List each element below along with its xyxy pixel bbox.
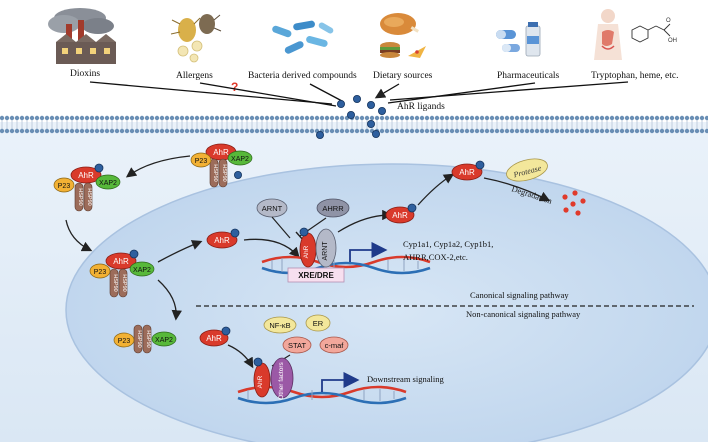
source-dioxins: Dioxins bbox=[70, 69, 100, 79]
ahr-label: AhR bbox=[213, 148, 229, 157]
factory-icon bbox=[48, 8, 116, 64]
p23-label: P23 bbox=[195, 158, 208, 165]
ahr-complex-cytoplasm-top: AhR HSP90 HSP90 P23 XAP2 bbox=[190, 143, 253, 188]
arnt-protein: ARNT bbox=[256, 198, 288, 218]
ahr-other-factors-complex: AhR Other factors bbox=[253, 357, 294, 400]
source-dietary: Dietary sources bbox=[373, 71, 433, 81]
hsp90-label: HSP90 bbox=[136, 330, 142, 347]
source-allergens: Allergens bbox=[176, 71, 213, 81]
dietary-arrow bbox=[374, 83, 400, 99]
free-ahr-noncanonical: AhR bbox=[199, 326, 231, 347]
arrow-to-dna-binding bbox=[243, 238, 300, 258]
arrow-degradation bbox=[483, 177, 551, 202]
xap2-label: XAP2 bbox=[231, 156, 249, 163]
p23-label: P23 bbox=[94, 269, 107, 276]
xap2-label: XAP2 bbox=[155, 337, 173, 344]
cell-membrane bbox=[0, 115, 708, 134]
xap2-label: XAP2 bbox=[133, 267, 151, 274]
source-pharmaceuticals: Pharmaceuticals bbox=[497, 71, 560, 81]
body-molecule-icon: O OH bbox=[594, 9, 677, 60]
transcription-factors-cluster: NF-κB ER STAT c-maf bbox=[263, 314, 349, 354]
hsp90-label: HSP90 bbox=[212, 164, 218, 181]
food-icon bbox=[380, 13, 426, 58]
ahr-complex-nuclear: AhR HSP90 HSP90 P23 XAP2 bbox=[89, 249, 155, 298]
ahr-complex-chaperones-lower: HSP90 HSP90 P23 XAP2 bbox=[113, 324, 177, 354]
p23-label: P23 bbox=[58, 183, 71, 190]
arnt-label: ARNT bbox=[322, 241, 329, 261]
downstream-label: Downstream signaling bbox=[367, 374, 444, 384]
ahr-cytoplasm-degradation: AhR bbox=[451, 160, 485, 181]
ahr-label: AhR bbox=[214, 236, 230, 245]
hsp90-label: HSP90 bbox=[77, 188, 83, 205]
ahr-label: AhR bbox=[78, 171, 94, 180]
er-label: ER bbox=[313, 319, 324, 328]
arnt-label: ARNT bbox=[262, 204, 283, 213]
hsp90-label: HSP90 bbox=[145, 330, 151, 347]
protease-enzyme: Protease bbox=[506, 158, 548, 182]
free-ahr-nuclear: AhR bbox=[206, 228, 240, 249]
hsp90-label: HSP90 bbox=[86, 188, 92, 205]
ahr-label: AhR bbox=[392, 211, 408, 220]
other-factors-label: Other factors bbox=[278, 361, 285, 399]
ahr-label: AhR bbox=[257, 375, 264, 388]
ahr-export: AhR bbox=[385, 203, 417, 224]
xap2-label: XAP2 bbox=[99, 180, 117, 187]
ahrr-protein: AHRR bbox=[316, 198, 350, 218]
ahr-label: AhR bbox=[459, 168, 475, 177]
ahr-label: AhR bbox=[303, 245, 310, 258]
target-genes-line2: AHRR,COX-2,etc. bbox=[403, 252, 468, 262]
ahr-arnt-heterodimer: AhR ARNT bbox=[299, 227, 337, 268]
ahr-complex-ligand-bound: AhR HSP90 HSP90 P23 XAP2 bbox=[53, 163, 121, 212]
ligand-dot bbox=[129, 249, 139, 259]
source-tryptophan: Tryptophan, heme, etc. bbox=[591, 71, 679, 81]
canonical-label: Canonical signaling pathway bbox=[470, 290, 569, 300]
cmaf-label: c-maf bbox=[325, 341, 345, 350]
svg-text:OH: OH bbox=[668, 38, 677, 44]
nucleus bbox=[65, 163, 708, 442]
ligand-dot bbox=[94, 163, 104, 173]
transcription-arrow bbox=[349, 241, 388, 262]
pills-icon bbox=[496, 22, 541, 57]
ahr-label: AhR bbox=[113, 257, 129, 266]
xre-box bbox=[287, 267, 345, 283]
arnt-connector bbox=[271, 216, 291, 239]
allergen-icon bbox=[170, 14, 222, 63]
non-canonical-label: Non-canonical signaling pathway bbox=[466, 309, 581, 319]
hsp90-label: HSP90 bbox=[121, 274, 127, 291]
svg-text:O: O bbox=[666, 18, 671, 24]
arrow-to-nucleus bbox=[65, 219, 93, 252]
source-bacteria: Bacteria derived compounds bbox=[248, 71, 357, 81]
degraded-fragments bbox=[562, 190, 586, 216]
ligand-dot bbox=[230, 228, 240, 238]
p23-label: P23 bbox=[118, 338, 131, 345]
target-genes-line1: Cyp1a1, Cyp1a2, Cyp1b1, bbox=[403, 239, 493, 249]
ligand-cluster bbox=[233, 95, 386, 179]
question-mark: ? bbox=[231, 80, 238, 94]
arrow-to-lower-complex bbox=[157, 279, 182, 321]
hsp90-label: HSP90 bbox=[112, 274, 118, 291]
hsp90-label: HSP90 bbox=[221, 164, 227, 181]
arrow-complex-move bbox=[125, 155, 191, 178]
ahr-label: AhR bbox=[206, 334, 222, 343]
arrow-release-ahr bbox=[157, 240, 203, 263]
ahrr-label: AHRR bbox=[322, 204, 344, 213]
source-connectors bbox=[89, 81, 629, 107]
nfkb-label: NF-κB bbox=[269, 321, 290, 330]
arrow-noncanonical bbox=[227, 344, 254, 369]
ligand-label: AhR ligands bbox=[397, 102, 445, 112]
bacteria-icon bbox=[272, 20, 334, 54]
xre-label: XRE/DRE bbox=[298, 271, 334, 280]
transcription-arrow-noncanonical bbox=[321, 371, 360, 392]
stat-label: STAT bbox=[288, 341, 306, 350]
arrow-to-cytoplasm-ahr bbox=[417, 173, 455, 206]
